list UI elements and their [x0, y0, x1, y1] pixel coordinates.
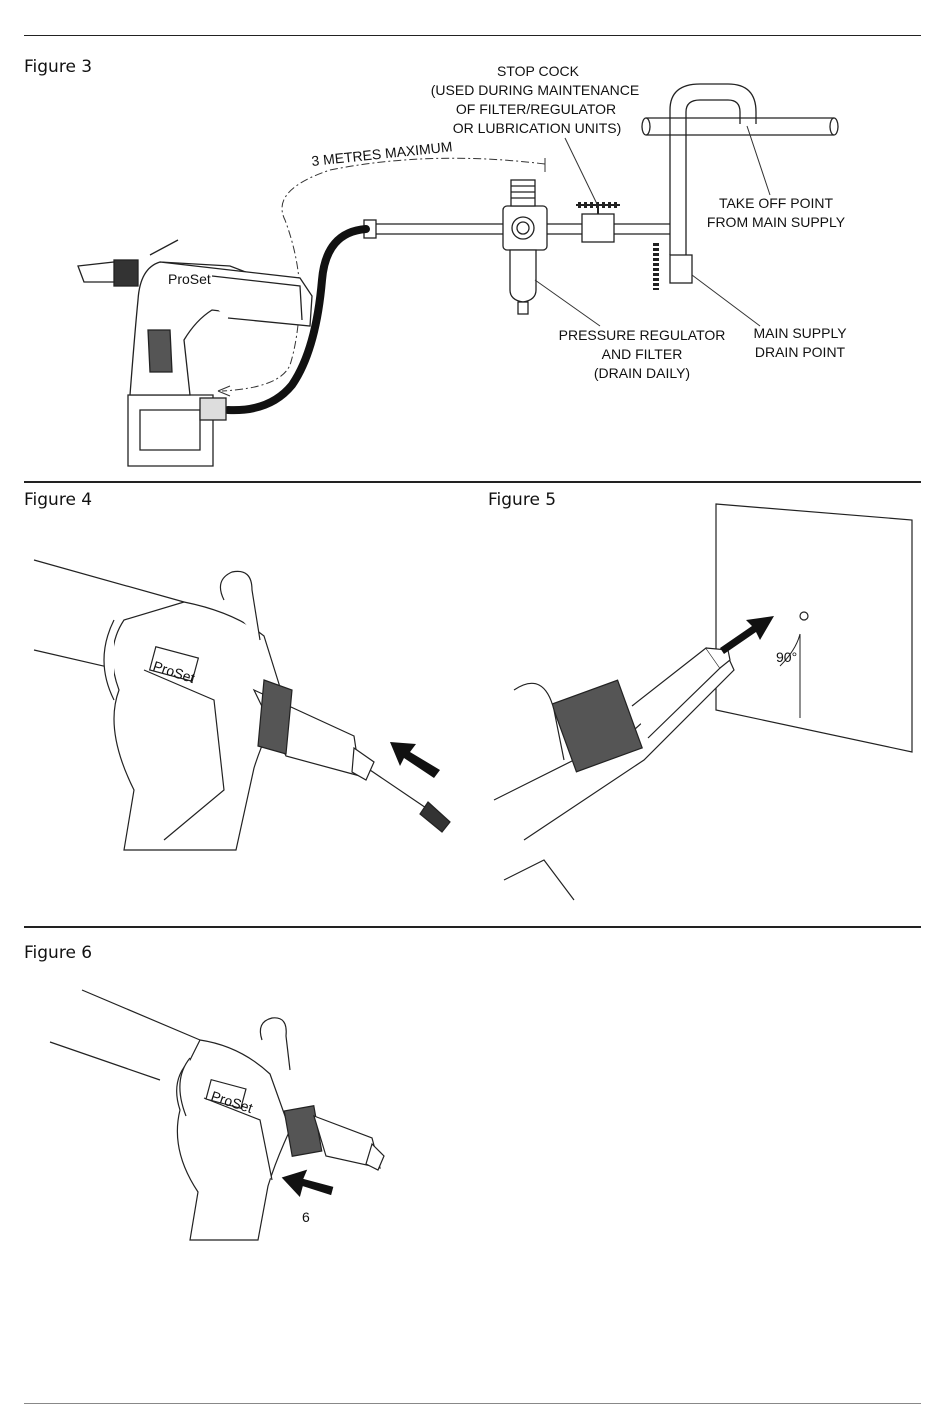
figure-4-title: Figure 4 [24, 490, 92, 510]
drain-valve [670, 255, 692, 283]
angle-label-fig5: 90° [776, 649, 797, 665]
regulator-label: PRESSURE REGULATOR AND FILTER (DRAIN DAI… [559, 327, 726, 381]
figure-4-inserting-rivet: ProSet [24, 540, 464, 870]
stopcock-label-line-2: (USED DURING MAINTENANCE [431, 82, 639, 98]
callout-number-fig6: 6 [302, 1209, 310, 1225]
stopcock-label: STOP COCK (USED DURING MAINTENANCE OF FI… [431, 63, 639, 136]
drain-label-line-1: MAIN SUPPLY [753, 325, 847, 341]
drain-label-line-2: DRAIN POINT [755, 344, 846, 360]
drain-label: MAIN SUPPLY DRAIN POINT [753, 325, 847, 360]
takeoff-label-line-2: FROM MAIN SUPPLY [707, 214, 846, 230]
takeoff-leader [747, 126, 770, 195]
top-rule [24, 35, 921, 36]
insert-arrow-fig4 [390, 742, 440, 778]
tool-brand-label-fig3: ProSet [168, 271, 211, 287]
figure-3-air-supply-diagram: ProSet 3 METRES MAXIMUM STOP COCK (USED … [0, 40, 950, 476]
takeoff-label-line-1: TAKE OFF POINT [719, 195, 834, 211]
stopcock-leader [565, 138, 597, 204]
stop-cock-valve [582, 214, 614, 242]
regulator-leader [535, 280, 600, 326]
figure-5-tool-perpendicular: 90° [484, 500, 924, 910]
figure-6-title: Figure 6 [24, 943, 92, 963]
regulator-label-line-1: PRESSURE REGULATOR [559, 327, 726, 343]
takeoff-label: TAKE OFF POINT FROM MAIN SUPPLY [707, 195, 846, 230]
filter-bowl [510, 250, 536, 302]
regulator-label-line-2: AND FILTER [602, 346, 683, 362]
stopcock-label-line-4: OR LUBRICATION UNITS) [453, 120, 622, 136]
drain-leader [692, 275, 760, 326]
trigger-arrow-fig6 [282, 1157, 337, 1212]
bottom-rule [24, 1403, 921, 1404]
stopcock-label-line-1: STOP COCK [497, 63, 580, 79]
distance-label: 3 METRES MAXIMUM [311, 138, 453, 169]
rule-below-figure-3 [24, 481, 921, 483]
stopcock-label-line-3: OF FILTER/REGULATOR [456, 101, 616, 117]
rule-below-figure-4-5 [24, 926, 921, 928]
workpiece [716, 504, 912, 752]
figure-6-trigger-operation: ProSet 6 [40, 980, 400, 1250]
regulator-label-line-3: (DRAIN DAILY) [594, 365, 690, 381]
